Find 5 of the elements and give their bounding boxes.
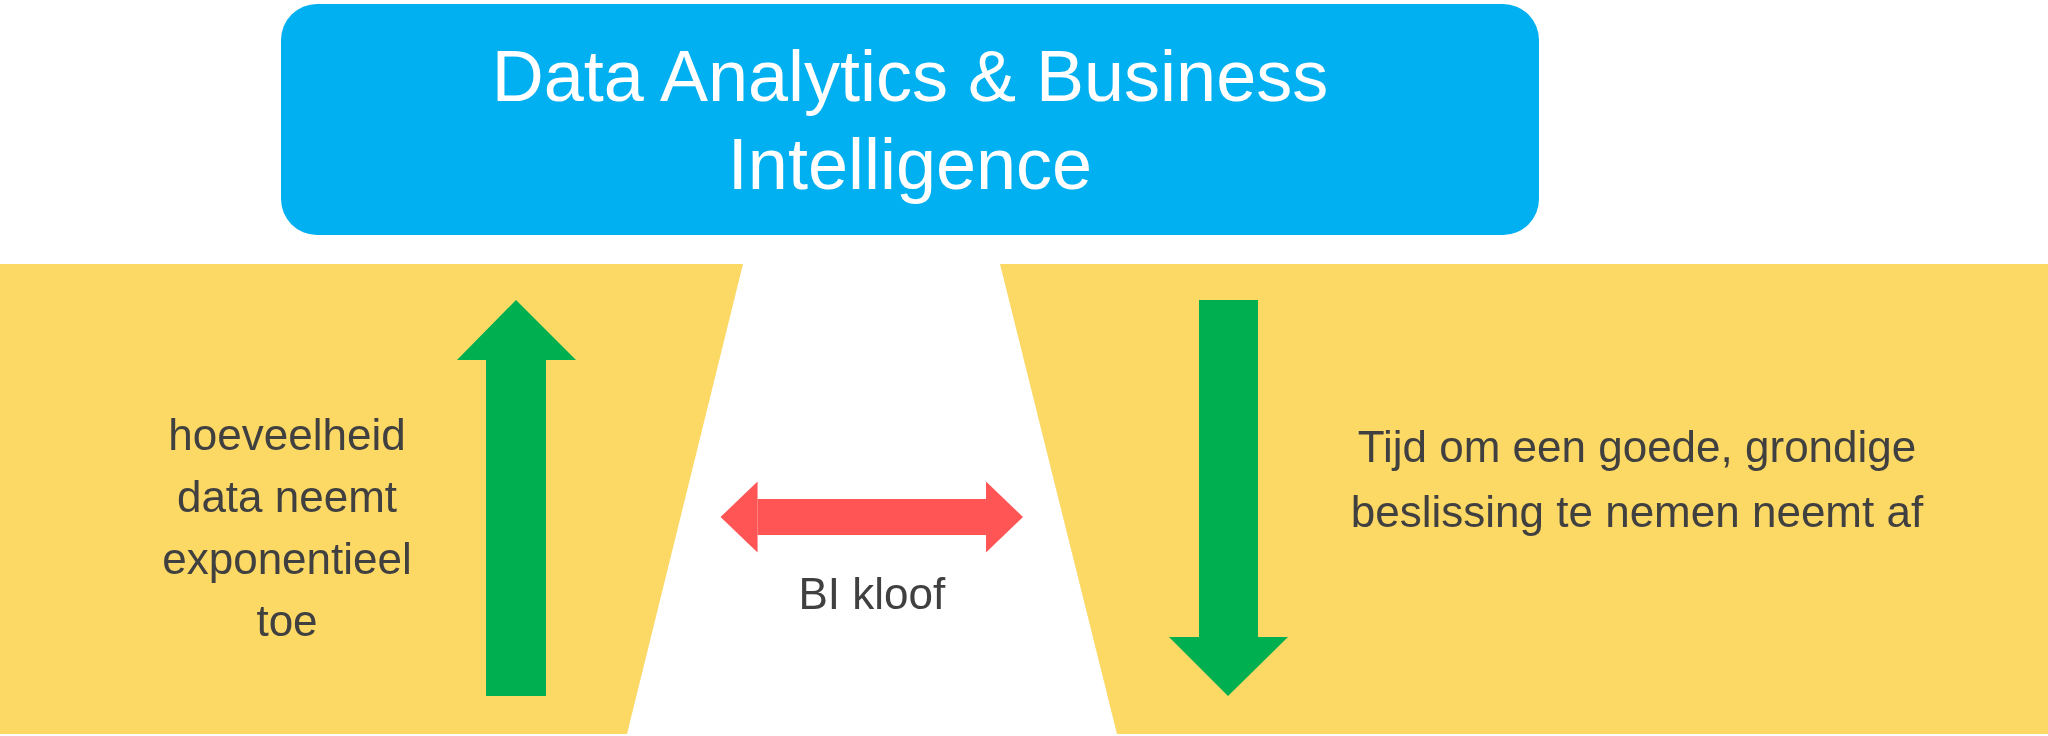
title-box bbox=[281, 4, 1539, 235]
band-text: Tijd om een goede, grondige beslissing te nemen neemt af bbox=[1349, 421, 1925, 538]
title-text: Data Analytics & Business Intelligence bbox=[490, 34, 1330, 206]
band-text: hoeveelheid data neemt exponentieel toe bbox=[161, 409, 413, 647]
double-arrow bbox=[720, 481, 1023, 553]
